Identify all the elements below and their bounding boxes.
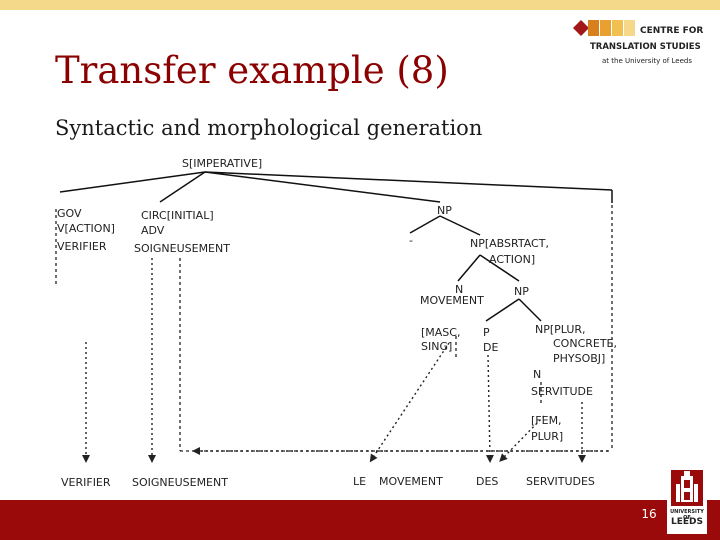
university-logo: UNIVERSITY OF LEEDS	[667, 466, 707, 534]
node-movement: MOVEMENT	[420, 294, 484, 307]
university-logo-line1: UNIVERSITY OF	[670, 509, 704, 521]
output-word-servitudes: SERVITUDES	[526, 475, 595, 488]
node-sing: SING]	[421, 340, 452, 353]
node-p: P	[483, 326, 490, 339]
node-circ-word: SOIGNEUSEMENT	[134, 242, 230, 255]
slide-title: Transfer example (8)	[55, 49, 449, 92]
output-word-verifier: VERIFIER	[61, 476, 111, 489]
tree-diagram: S[IMPERATIVE] GOV V[ACTION] VERIFIER CIR…	[55, 157, 617, 489]
node-root: S[IMPERATIVE]	[182, 157, 262, 170]
tree-edges	[59, 171, 613, 322]
output-word-le: LE	[353, 475, 366, 488]
node-dash: -	[409, 234, 413, 247]
output-word-soigneusement: SOIGNEUSEMENT	[132, 476, 228, 489]
dotted-arrows	[82, 258, 608, 463]
node-np-abstract: NP[ABSRTACT,	[470, 237, 549, 250]
output-word-des: DES	[476, 475, 498, 488]
node-n-servitude: N	[533, 368, 541, 381]
node-np-plur: NP[PLUR,	[535, 323, 586, 336]
node-gov: GOV	[57, 207, 82, 220]
slide-subtitle: Syntactic and morphological generation	[55, 116, 483, 140]
output-word-movement: MOVEMENT	[379, 475, 443, 488]
cts-logo-mark	[573, 20, 635, 36]
node-de: DE	[483, 341, 498, 354]
node-plur: PLUR]	[531, 430, 563, 443]
university-logo-line2: LEEDS	[671, 517, 703, 527]
node-servitude: SERVITUDE	[531, 385, 593, 398]
node-masc: [MASC,	[421, 326, 460, 339]
node-physobj: PHYSOBJ]	[553, 352, 605, 365]
bottom-band	[0, 500, 720, 540]
logo-line2: TRANSLATION STUDIES	[590, 42, 701, 52]
node-np-top: NP	[437, 204, 452, 217]
node-fem: [FEM,	[531, 414, 562, 427]
node-circ: CIRC[INITIAL]	[141, 209, 214, 222]
node-np-abstract-2: ACTION]	[489, 253, 535, 266]
logo-line1: CENTRE FOR	[640, 26, 704, 36]
logo-line3: at the University of Leeds	[602, 57, 692, 65]
node-circ-cat: ADV	[141, 224, 165, 237]
leeds-crest-icon	[667, 466, 707, 534]
page-number: 16	[641, 507, 657, 521]
node-gov-cat: V[ACTION]	[57, 222, 115, 235]
top-band	[0, 0, 720, 10]
cts-logo: CENTRE FOR TRANSLATION STUDIES at the Un…	[570, 18, 710, 72]
node-n-movement: N	[455, 283, 463, 296]
node-np-mid: NP	[514, 285, 529, 298]
node-concrete: CONCRETE,	[553, 337, 617, 350]
node-gov-word: VERIFIER	[57, 240, 107, 253]
